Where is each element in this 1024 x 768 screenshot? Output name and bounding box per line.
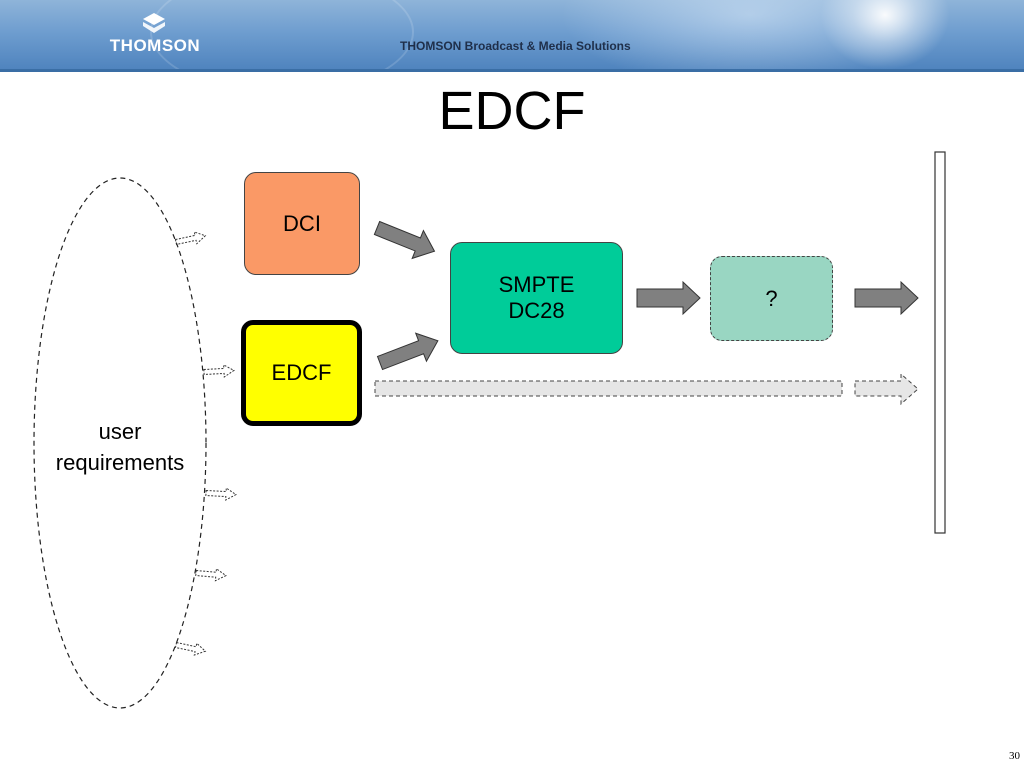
dashed-arrow-body — [374, 380, 843, 397]
header-banner: THOMSON THOMSON Broadcast & Media Soluti… — [0, 0, 1024, 72]
slide-title: EDCF — [438, 81, 586, 141]
thomson-logo-icon — [143, 13, 165, 33]
user-requirements-ellipse — [33, 177, 207, 709]
header-tagline: THOMSON Broadcast & Media Solutions — [400, 39, 631, 53]
node-edcf: EDCF — [241, 320, 362, 426]
header-swirl — [150, 0, 414, 72]
requirement-arrow — [203, 363, 235, 379]
arrow-dci-to-smpte — [373, 220, 436, 260]
arrow-smpte-to-unknown — [636, 280, 701, 316]
node-dci: DCI — [244, 172, 360, 275]
brand-name: THOMSON — [109, 36, 201, 55]
dashed-arrow-head — [854, 372, 919, 406]
arrow-unknown-to-bar — [854, 280, 919, 316]
requirement-arrow — [174, 229, 208, 249]
requirement-arrow — [174, 638, 208, 658]
requirement-arrow — [205, 486, 237, 502]
node-smpte-dc28: SMPTE DC28 — [450, 242, 623, 354]
page-number: 30 — [1009, 750, 1020, 762]
requirement-arrow — [194, 566, 227, 583]
user-requirements-label: user requirements — [55, 419, 185, 475]
arrow-edcf-to-smpte — [376, 332, 439, 371]
target-bar — [934, 151, 946, 534]
header-underline — [0, 69, 1024, 72]
node-unknown: ? — [710, 256, 833, 341]
header-glow — [820, 0, 950, 70]
